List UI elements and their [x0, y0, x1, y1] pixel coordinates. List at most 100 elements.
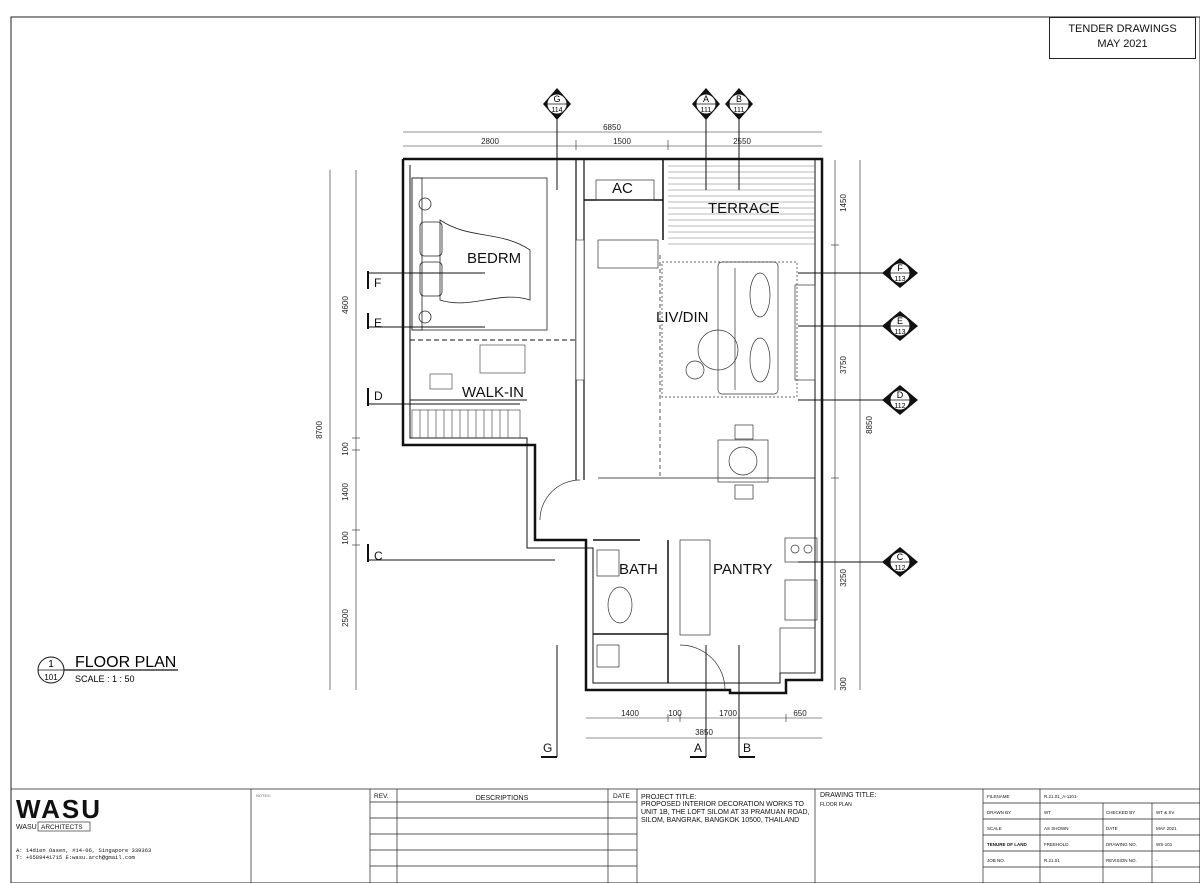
dim-right-1: 1450	[839, 194, 848, 212]
section-right-d-num: 112	[894, 403, 905, 410]
logo-sub2: ARCHITECTS	[41, 824, 83, 831]
checked-by-key: CHECKED BY	[1106, 810, 1135, 815]
scale-value: AS SHOWN	[1044, 826, 1069, 831]
drawing-no-key: DRAWING NO.	[1106, 842, 1137, 847]
dim-bottom-total: 3850	[695, 728, 713, 737]
section-marker-top-a: A 111	[692, 88, 720, 120]
dim-right-total: 8850	[865, 416, 874, 434]
drawn-by-key: DRAWN BY	[987, 810, 1011, 815]
room-bedroom-label: BEDRM	[467, 250, 521, 267]
job-no-value: R.21.01	[1044, 858, 1060, 863]
section-bot-g: G	[543, 741, 552, 755]
project-title-head: PROJECT TITLE:	[641, 794, 696, 801]
drawn-by-value: WT	[1044, 810, 1051, 815]
scale-key: SCALE	[987, 826, 1002, 831]
date-header: DATE	[613, 793, 631, 800]
section-labels-bottom: G A B	[543, 741, 751, 755]
drawing-title-head: DRAWING TITLE:	[820, 792, 876, 799]
dimension-labels: 6850 2800 1500 2550 8700 4600 100 1400 1…	[315, 123, 874, 737]
section-top-b-letter: B	[736, 94, 742, 104]
tenure-value: FREEHOLD	[1044, 842, 1069, 847]
revision-no-value: -	[1156, 858, 1158, 863]
logo-sub: WASU	[16, 824, 37, 831]
section-top-g-letter: G	[553, 94, 560, 104]
dim-bottom-4: 650	[793, 709, 807, 718]
room-bath-label: BATH	[619, 561, 658, 578]
room-ac-label: AC	[612, 180, 633, 197]
dim-left-1: 4600	[341, 296, 350, 314]
project-title-text: PROPOSED INTERIOR DECORATION WORKS TO UN…	[641, 801, 810, 824]
walk-in-shelving	[411, 239, 585, 439]
title-block-grid	[11, 788, 1200, 883]
title-tag-title: FLOOR PLAN	[75, 654, 176, 671]
dim-bottom-2: 100	[668, 709, 682, 718]
tender-stamp: TENDER DRAWINGS MAY 2021	[1049, 17, 1196, 59]
title-tag-scale: SCALE : 1 : 50	[75, 674, 135, 684]
stamp-line-2: MAY 2021	[1097, 38, 1148, 50]
drawing-title-tag: 1 101 FLOOR PLAN SCALE : 1 : 50	[37, 654, 178, 684]
section-marker-top-b: B 111	[725, 88, 753, 120]
section-bot-a: A	[694, 741, 702, 755]
section-marker-right-d: D 112	[882, 385, 918, 415]
section-top-a-letter: A	[703, 94, 709, 104]
dim-right-4: 300	[839, 677, 848, 691]
revision-no-key: REVISION NO.	[1106, 858, 1137, 863]
section-marker-right-c: C 112	[882, 547, 918, 577]
section-top-b-num: 111	[734, 107, 745, 114]
section-top-g-num: 114	[551, 107, 562, 114]
filename-value: R.21.01_A-1101-	[1044, 794, 1078, 799]
dim-top-total: 6850	[603, 123, 621, 132]
dim-right-2: 3750	[839, 356, 848, 374]
room-pantry-label: PANTRY	[713, 561, 772, 578]
section-left-d: D	[374, 389, 383, 403]
bed	[411, 177, 548, 331]
notes-head: NOTES:	[256, 793, 271, 798]
section-bot-b: B	[743, 741, 751, 755]
section-lines-top	[556, 118, 740, 190]
rev-header: REV.	[374, 793, 389, 800]
dim-left-5: 2500	[341, 609, 350, 627]
dim-left-total: 8700	[315, 421, 324, 439]
tenure-key: TENURE OF LAND	[987, 842, 1027, 847]
dim-top-1: 2800	[481, 137, 499, 146]
logo-wordmark: WASU	[16, 794, 102, 824]
section-left-c: C	[374, 549, 383, 563]
date-key: DATE	[1106, 826, 1118, 831]
dim-right-3: 3250	[839, 569, 848, 587]
section-right-d-letter: D	[897, 390, 904, 400]
section-right-f-num: 113	[894, 276, 905, 283]
section-lines-right	[798, 272, 890, 563]
section-right-c-letter: C	[897, 552, 904, 562]
section-right-e-letter: E	[897, 316, 903, 326]
descriptions-header: DESCRIPTIONS	[476, 795, 529, 802]
dimension-lines	[329, 131, 861, 739]
logo-sub-box	[37, 821, 91, 832]
room-walkin-label: WALK-IN	[462, 384, 524, 401]
contact-line: T: +6589441715 E:wasu.arch@gmail.com	[16, 854, 136, 861]
section-top-a-num: 111	[701, 107, 712, 114]
drawing-no-value: WS-101	[1156, 842, 1173, 847]
title-block-text: WASU WASU ARCHITECTS A: 14dien Oasen, #1…	[16, 792, 1177, 863]
section-left-e: E	[374, 316, 382, 330]
dim-top-2: 1500	[613, 137, 631, 146]
dim-left-3: 1400	[341, 483, 350, 501]
title-tag-num: 1	[48, 659, 54, 670]
sheet-frame	[10, 16, 1200, 883]
room-living-label: LIV/DIN	[656, 309, 709, 326]
section-lines-bottom	[541, 645, 755, 758]
section-marker-top-g: G 114	[543, 88, 571, 120]
dim-left-2: 100	[341, 442, 350, 456]
section-labels-left: F E D C	[374, 276, 383, 563]
section-right-f-letter: F	[897, 263, 903, 273]
room-labels: BEDRM LIV/DIN WALK-IN TERRACE AC BATH PA…	[462, 180, 780, 578]
room-terrace-label: TERRACE	[708, 200, 780, 217]
section-marker-right-e: E 113	[882, 311, 918, 341]
pantry-bath-fixtures	[539, 179, 818, 691]
address-line: A: 14dien Oasen, #14-06, Singapore 33936…	[16, 847, 151, 854]
section-right-e-num: 113	[894, 329, 905, 336]
date-value: MAY 2021	[1156, 826, 1177, 831]
living-furniture	[597, 239, 816, 500]
checked-by-value: WT & SV	[1156, 810, 1174, 815]
dim-bottom-1: 1400	[621, 709, 639, 718]
section-lines-left	[367, 271, 555, 562]
